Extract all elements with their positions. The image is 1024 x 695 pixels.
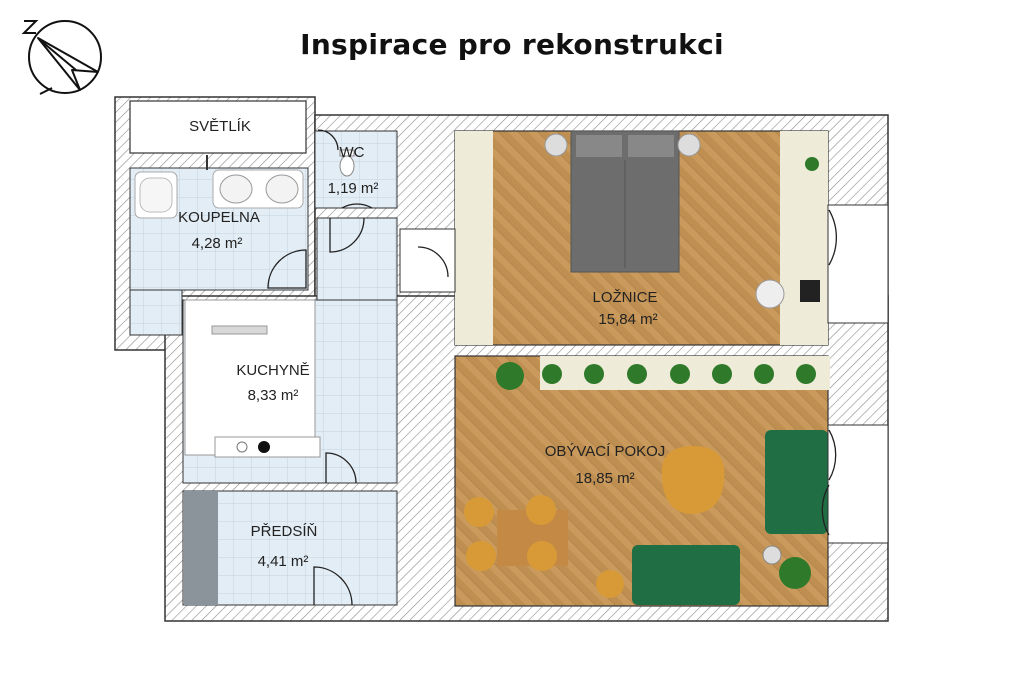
area-wc: 1,19 m² bbox=[328, 180, 379, 197]
label-predsin: PŘEDSÍŇ bbox=[251, 523, 318, 540]
doors bbox=[267, 129, 838, 606]
room-kuchyne bbox=[182, 217, 398, 484]
label-wc: WC bbox=[340, 144, 365, 161]
label-obyvaci: OBÝVACÍ POKOJ bbox=[545, 443, 666, 460]
room-koupelna bbox=[129, 155, 309, 336]
room-loznice bbox=[454, 130, 829, 346]
label-svetlik: SVĚTLÍK bbox=[189, 118, 251, 135]
area-loznice: 15,84 m² bbox=[598, 311, 657, 328]
label-koupelna: KOUPELNA bbox=[178, 209, 260, 226]
plants-row bbox=[496, 362, 816, 390]
compass-north-icon bbox=[21, 20, 102, 95]
room-labels: SVĚTLÍK WC 1,19 m² KOUPELNA 4,28 m² LOŽN… bbox=[178, 118, 665, 570]
area-koupelna: 4,28 m² bbox=[192, 235, 243, 252]
label-loznice: LOŽNICE bbox=[592, 289, 657, 306]
room-svetlik bbox=[129, 100, 307, 154]
area-kuchyne: 8,33 m² bbox=[248, 387, 299, 404]
area-predsin: 4,41 m² bbox=[258, 553, 309, 570]
room-predsin bbox=[182, 490, 398, 606]
area-obyvaci: 18,85 m² bbox=[575, 470, 634, 487]
label-kuchyne: KUCHYNĚ bbox=[236, 362, 309, 379]
room-obyvaci bbox=[454, 355, 830, 607]
room-wc bbox=[314, 130, 398, 209]
page-title: Inspirace pro rekonstrukci bbox=[300, 28, 724, 61]
